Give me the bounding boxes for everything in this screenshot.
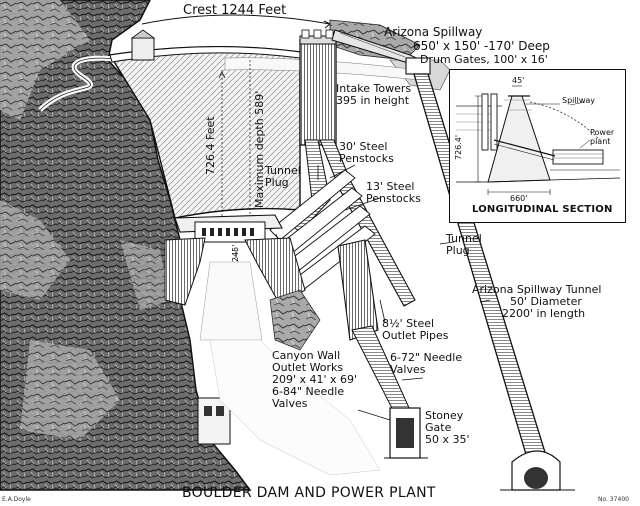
lower-left-structure — [197, 397, 231, 445]
spillway-title-label: Arizona Spillway — [384, 25, 483, 39]
inset-height-label: 726.4' — [454, 134, 463, 160]
stoney-gate — [384, 407, 428, 459]
drum-gates-label: Drum Gates, 100' x 16' — [420, 53, 548, 66]
longitudinal-section-inset: 45' Spillway Power plant 726.4' 660' LON… — [449, 69, 626, 223]
intake-towers-label: Intake Towers 395 in height — [336, 82, 412, 107]
canyon-wall-outlet — [337, 239, 379, 341]
intake-towers — [299, 29, 337, 146]
spillway-dims-label: 650' x 150' -170' Deep — [413, 39, 550, 53]
diagram-title: BOULDER DAM AND POWER PLANT — [182, 485, 436, 501]
power-house — [164, 214, 306, 341]
tunnel-plug-right-label: Tunnel Plug — [446, 232, 482, 257]
steel-30-label: 30' Steel Penstocks — [339, 140, 394, 165]
section-drawing — [456, 85, 621, 195]
outlet-pipes-label: 8½' Steel Outlet Pipes — [382, 317, 449, 342]
inset-title: LONGITUDINAL SECTION — [472, 204, 613, 215]
inset-top-width-label: 45' — [512, 76, 525, 85]
canyon-wall-outlet-label: Canyon Wall Outlet Works 209' x 41' x 69… — [272, 349, 358, 410]
max-depth-label: Maximum depth 589' — [253, 90, 266, 208]
spillway-tunnel-label: Arizona Spillway Tunnel 50' Diameter 220… — [472, 283, 602, 320]
plate-number: No. 37400 — [598, 496, 629, 503]
dam-height-label: 726.4 Feet — [204, 116, 217, 175]
illustrator-credit: E.A.Doyle — [2, 496, 31, 503]
power-house-dim-label: 245' — [231, 244, 240, 262]
needle-72-label: 6-72" Needle Valves — [390, 351, 463, 376]
inset-base-label: 660' — [510, 194, 528, 203]
inset-spillway-label: Spillway — [562, 96, 596, 105]
crest-label: Crest 1244 Feet — [183, 3, 287, 18]
steel-13-label: 13' Steel Penstocks — [366, 180, 421, 205]
crest-line — [141, 14, 331, 25]
stoney-gate-label: Stoney Gate 50 x 35' — [425, 409, 470, 446]
inset-power-plant-label: Power plant — [590, 128, 615, 146]
tunnel-plug-left-label: Tunnel Plug — [265, 164, 301, 189]
